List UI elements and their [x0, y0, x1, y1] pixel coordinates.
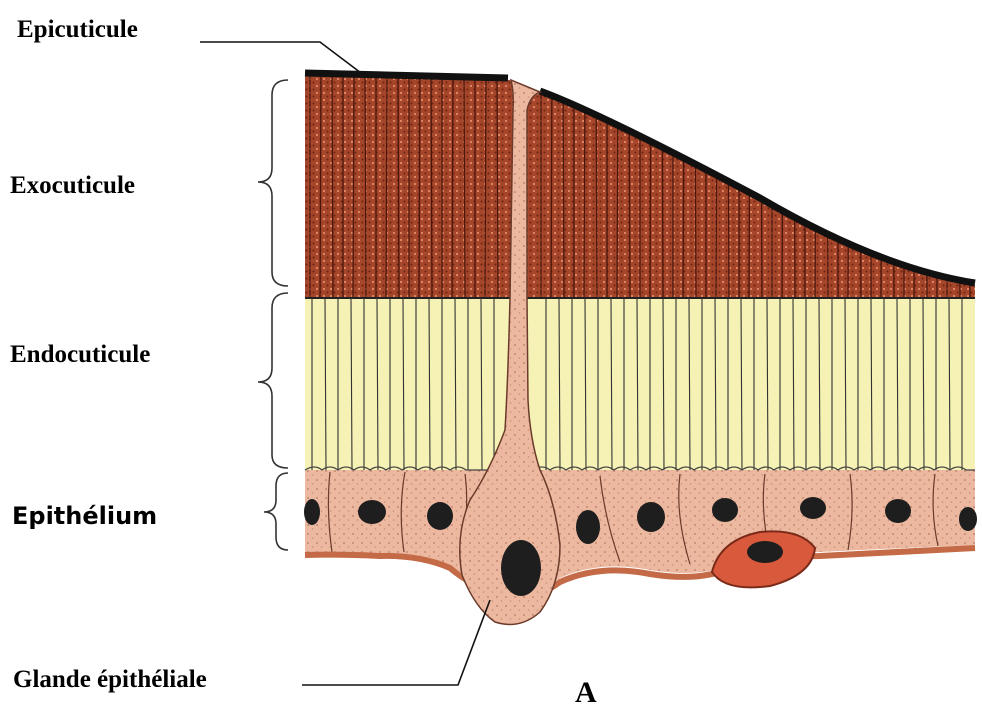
label-exocuticule: Exocuticule [10, 172, 135, 199]
brace-endocuticle [258, 293, 288, 468]
exocuticle-striation [914, 70, 915, 298]
brace-exocuticle [258, 80, 288, 286]
label-endocuticule: Endocuticule [10, 341, 150, 368]
exocuticle-layer [305, 70, 975, 298]
label-glande: Glande épithéliale [13, 666, 207, 693]
gland-nucleus [501, 540, 541, 596]
label-epicuticule: Epicuticule [17, 16, 138, 43]
epithelium-layer [304, 467, 977, 598]
exocuticle-striation [959, 70, 960, 298]
exocuticle-striation [926, 70, 927, 298]
exocuticle-striation [947, 70, 948, 298]
figure-letter: A [575, 676, 597, 709]
glande-leader [302, 600, 490, 685]
label-epithelium: Epithélium [12, 502, 157, 530]
epicuticle-line [305, 73, 508, 78]
brace-epithelium [264, 473, 288, 550]
layer-braces [258, 80, 288, 550]
endocuticle-layer [305, 298, 975, 470]
